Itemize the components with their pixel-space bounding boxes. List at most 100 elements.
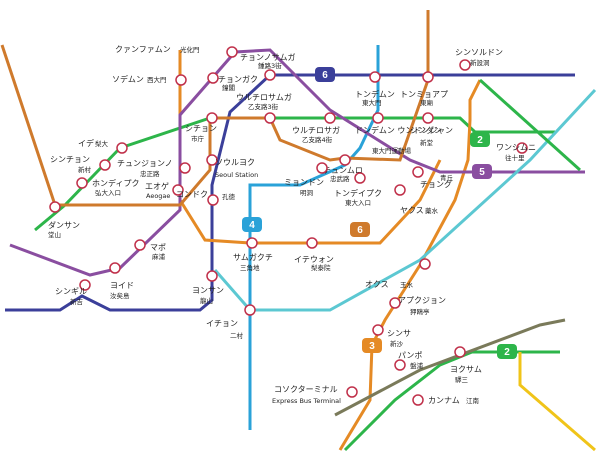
svg-text:新堂: 新堂: [420, 138, 434, 147]
station-oksu[interactable]: オクス 玉水: [365, 258, 431, 289]
station-gwanghwamun[interactable]: クァンファムン 光化門: [115, 45, 238, 58]
line-2-diagonal-path: [478, 78, 582, 172]
station-euljiro3ga[interactable]: ウルチロサムガ 乙支路3街: [236, 92, 292, 124]
svg-text:2: 2: [504, 347, 510, 358]
station-samgakji[interactable]: サムガクチ 三角地: [233, 237, 273, 272]
svg-text:ワンシムニ: ワンシムニ: [496, 143, 536, 152]
svg-text:ウルチロサガ: ウルチロサガ: [292, 125, 340, 135]
svg-text:6: 6: [322, 70, 328, 81]
station-ichon[interactable]: イチョン 二村: [206, 304, 256, 340]
station-wangsimni[interactable]: ワンシムニ 往十里: [496, 142, 536, 162]
svg-text:エオゲ: エオゲ: [145, 181, 169, 191]
svg-text:チョンノサムガ: チョンノサムガ: [240, 52, 295, 62]
station-euljiro4ga[interactable]: ウルチロサガ 乙支路4街: [292, 112, 340, 144]
svg-text:シチョン: シチョン: [185, 124, 217, 133]
station-apgujeong[interactable]: アプクジョン 狎鴎亭: [389, 296, 446, 316]
station-singil[interactable]: シンギル 新吉: [55, 279, 91, 306]
svg-text:堂山: 堂山: [48, 230, 61, 239]
station-itaewon[interactable]: イテウォン 梨泰院: [294, 237, 334, 272]
station-seodaemun[interactable]: ソデムン 西大門: [112, 74, 187, 86]
svg-text:シンソルドン: シンソルドン: [455, 48, 503, 57]
svg-text:孔徳: 孔徳: [222, 192, 236, 201]
svg-text:市庁: 市庁: [191, 134, 205, 143]
station-dongdae-ipgu[interactable]: トンデイプク 東大入口: [334, 172, 382, 207]
svg-text:驛三: 驛三: [455, 376, 469, 384]
line-badge-2-top: 2: [470, 132, 490, 147]
station-express-bus-terminal[interactable]: コソクターミナル Express Bus Terminal: [272, 385, 358, 405]
svg-text:ヨイド: ヨイド: [110, 281, 134, 290]
station-yeouido[interactable]: ヨイド 汝矣島: [109, 262, 134, 300]
station-jonggak[interactable]: チョンガク 鐘閣: [207, 72, 258, 92]
station-sinsa[interactable]: シンサ 新沙: [372, 324, 411, 348]
station-chungmuro[interactable]: チュンムロ 忠武路: [323, 154, 363, 183]
svg-text:東廟: 東廟: [420, 98, 434, 107]
svg-text:シンサ: シンサ: [387, 329, 411, 338]
svg-text:弘大入口: 弘大入口: [95, 188, 121, 197]
svg-text:マポ: マポ: [150, 243, 166, 252]
station-myeongdong[interactable]: ミョンドン 明洞: [284, 162, 328, 197]
svg-text:2: 2: [477, 135, 483, 146]
station-dongdaemun[interactable]: トンデムン 東大門: [355, 71, 395, 107]
svg-text:ソウルヨク: ソウルヨク: [215, 158, 255, 167]
svg-text:チョング: チョング: [420, 179, 452, 189]
svg-text:光化門: 光化門: [180, 45, 200, 54]
svg-text:乙支路3街: 乙支路3街: [248, 102, 279, 111]
svg-text:コンドク: コンドク: [176, 190, 208, 199]
svg-text:イデ: イデ: [78, 138, 94, 148]
station-dongdaemun-stadium[interactable]: ドンデムン ウンドンジャン 東大門運動場: [355, 112, 453, 155]
svg-text:イチョン: イチョン: [206, 319, 238, 328]
svg-text:6: 6: [357, 225, 363, 236]
svg-text:クァンファムン: クァンファムン: [115, 45, 171, 54]
line-badge-6-mid: 6: [350, 222, 370, 237]
svg-text:新村: 新村: [78, 165, 92, 174]
station-chungjeongno[interactable]: チュンジョンノ 忠正路: [117, 159, 191, 178]
line-badge-3: 3: [362, 338, 382, 353]
line-1-path: [5, 73, 575, 312]
svg-text:忠武路: 忠武路: [330, 174, 350, 183]
svg-text:コソクターミナル: コソクターミナル: [274, 385, 338, 394]
svg-text:往十里: 往十里: [505, 153, 525, 162]
station-seoul-station[interactable]: ソウルヨク Seoul Station: [206, 154, 258, 179]
line-6-path: [0, 10, 430, 207]
station-mapo[interactable]: マポ 麻浦: [134, 239, 166, 261]
station-hongdae[interactable]: ホンディプク 弘大入口: [76, 177, 139, 197]
svg-text:鍾路3街: 鍾路3街: [258, 61, 282, 70]
station-sindang[interactable]: シンダン 新堂: [410, 112, 442, 147]
station-gangnam[interactable]: カンナム 江南: [412, 394, 480, 406]
station-sinchon[interactable]: シンチョン 新村: [50, 155, 111, 174]
station-jongno3ga[interactable]: チョンノサムガ 鍾路3街: [240, 52, 295, 81]
svg-text:狎鴎亭: 狎鴎亭: [410, 307, 430, 316]
station-yaksu[interactable]: ヤクス 藥水: [394, 184, 439, 215]
svg-text:東大門: 東大門: [362, 98, 382, 107]
station-dangsan[interactable]: ダンサン 堂山: [48, 201, 80, 239]
station-yeoksam[interactable]: ヨクサム 驛三: [450, 346, 482, 384]
svg-text:汝矣島: 汝矣島: [110, 291, 130, 300]
svg-text:藥水: 藥水: [425, 206, 439, 215]
svg-text:4: 4: [249, 220, 255, 231]
svg-text:トンミョアプ: トンミョアプ: [400, 90, 448, 99]
station-sinseol[interactable]: シンソルドン 新設洞: [455, 48, 503, 71]
svg-text:シンダン: シンダン: [410, 125, 442, 135]
svg-text:Seoul Station: Seoul Station: [215, 171, 258, 179]
svg-text:イテウォン: イテウォン: [294, 255, 334, 264]
svg-text:サムガクチ: サムガクチ: [233, 252, 273, 262]
station-dongmyo[interactable]: トンミョアプ 東廟: [400, 71, 448, 107]
svg-text:ヨンサン: ヨンサン: [192, 286, 224, 295]
station-aeogae[interactable]: エオゲ Aeogae: [145, 181, 184, 200]
station-cheonggu[interactable]: チョング 青丘: [412, 166, 454, 189]
svg-text:シンギル: シンギル: [55, 287, 87, 296]
station-ewha[interactable]: イデ 梨大: [78, 138, 128, 154]
svg-text:東大入口: 東大入口: [345, 198, 371, 207]
svg-text:新吉: 新吉: [70, 297, 84, 306]
svg-text:5: 5: [479, 167, 485, 178]
station-gongdeok[interactable]: コンドク 孔徳: [176, 190, 236, 206]
svg-text:ホンディプク: ホンディプク: [92, 178, 139, 188]
svg-text:Aeogae: Aeogae: [146, 192, 170, 200]
station-yongsan[interactable]: ヨンサン 龍山: [192, 270, 224, 305]
station-city-hall[interactable]: シチョン 市庁: [185, 112, 218, 143]
svg-text:ドンデムン ウンドンジャン: ドンデムン ウンドンジャン: [355, 125, 453, 135]
station-banpo[interactable]: パンポ 盤浦: [394, 351, 424, 371]
svg-text:カンナム: カンナム: [428, 396, 460, 405]
